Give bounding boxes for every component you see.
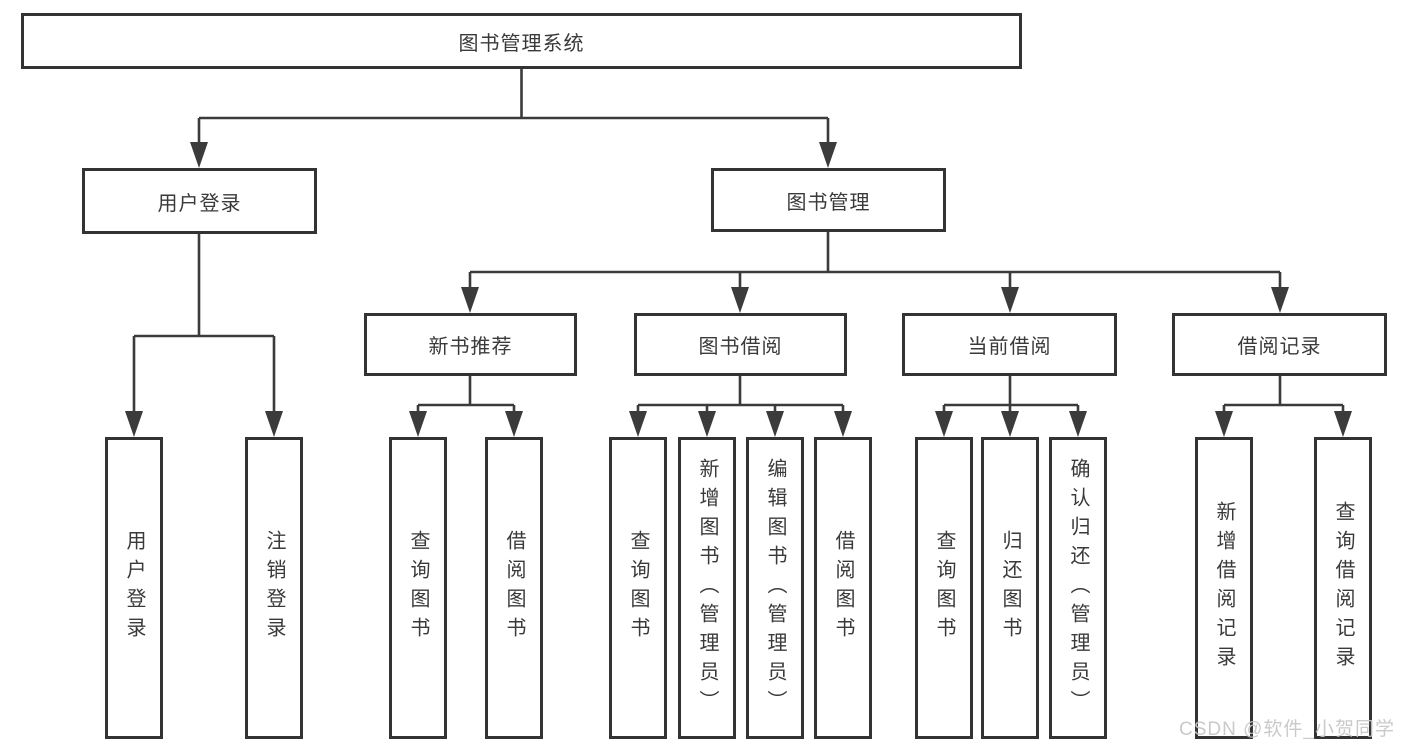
leaf-current-confirm-return-admin: 确认归还（管理员） xyxy=(1049,437,1107,739)
leaf-rec-query-books: 查询图书 xyxy=(389,437,447,739)
leaf-borrow-add-books-admin-label: 新增图书（管理员） xyxy=(696,457,718,719)
csdn-watermark: CSDN @软件_小贺同学 xyxy=(1179,719,1395,740)
node-book-borrow: 图书借阅 xyxy=(634,313,847,376)
leaf-rec-borrow-books: 借阅图书 xyxy=(485,437,543,739)
leaf-records-query: 查询借阅记录 xyxy=(1314,437,1372,739)
leaf-rec-borrow-books-label: 借阅图书 xyxy=(503,530,525,646)
node-user-login-label: 用户登录 xyxy=(157,192,242,215)
leaf-current-query-books: 查询图书 xyxy=(915,437,973,739)
node-new-book-recommend-label: 新书推荐 xyxy=(428,336,513,358)
node-user-login: 用户登录 xyxy=(82,168,317,234)
node-new-book-recommend: 新书推荐 xyxy=(364,313,577,376)
leaf-borrow-borrow-books-label: 借阅图书 xyxy=(832,530,854,646)
leaf-borrow-edit-books-admin: 编辑图书（管理员） xyxy=(746,437,804,739)
leaf-records-add-label: 新增借阅记录 xyxy=(1213,501,1235,675)
leaf-borrow-edit-books-admin-label: 编辑图书（管理员） xyxy=(764,457,786,719)
node-book-borrow-label: 图书借阅 xyxy=(698,336,783,358)
leaf-borrow-query-books-label: 查询图书 xyxy=(627,530,649,646)
leaf-user-login: 用户登录 xyxy=(105,437,163,739)
leaf-logout-label: 注销登录 xyxy=(263,530,285,646)
leaf-borrow-borrow-books: 借阅图书 xyxy=(814,437,872,739)
node-current-borrow: 当前借阅 xyxy=(902,313,1117,376)
leaf-current-return-books-label: 归还图书 xyxy=(999,530,1021,646)
node-book-management-label: 图书管理 xyxy=(786,191,871,214)
leaf-user-login-label: 用户登录 xyxy=(123,530,145,646)
arrowheads xyxy=(125,142,1352,437)
leaf-borrow-query-books: 查询图书 xyxy=(609,437,667,739)
node-book-management: 图书管理 xyxy=(711,168,946,232)
leaf-current-return-books: 归还图书 xyxy=(981,437,1039,739)
node-current-borrow-label: 当前借阅 xyxy=(967,336,1052,358)
node-library-system-label: 图书管理系统 xyxy=(458,32,585,55)
leaf-records-query-label: 查询借阅记录 xyxy=(1332,501,1354,675)
leaf-rec-query-books-label: 查询图书 xyxy=(407,530,429,646)
node-borrow-records-label: 借阅记录 xyxy=(1237,336,1322,358)
leaf-current-confirm-return-admin-label: 确认归还（管理员） xyxy=(1067,457,1089,719)
leaf-current-query-books-label: 查询图书 xyxy=(933,530,955,646)
node-borrow-records: 借阅记录 xyxy=(1172,313,1387,376)
node-library-system: 图书管理系统 xyxy=(21,13,1022,69)
leaf-records-add: 新增借阅记录 xyxy=(1195,437,1253,739)
leaf-borrow-add-books-admin: 新增图书（管理员） xyxy=(678,437,736,739)
leaf-logout: 注销登录 xyxy=(245,437,303,739)
